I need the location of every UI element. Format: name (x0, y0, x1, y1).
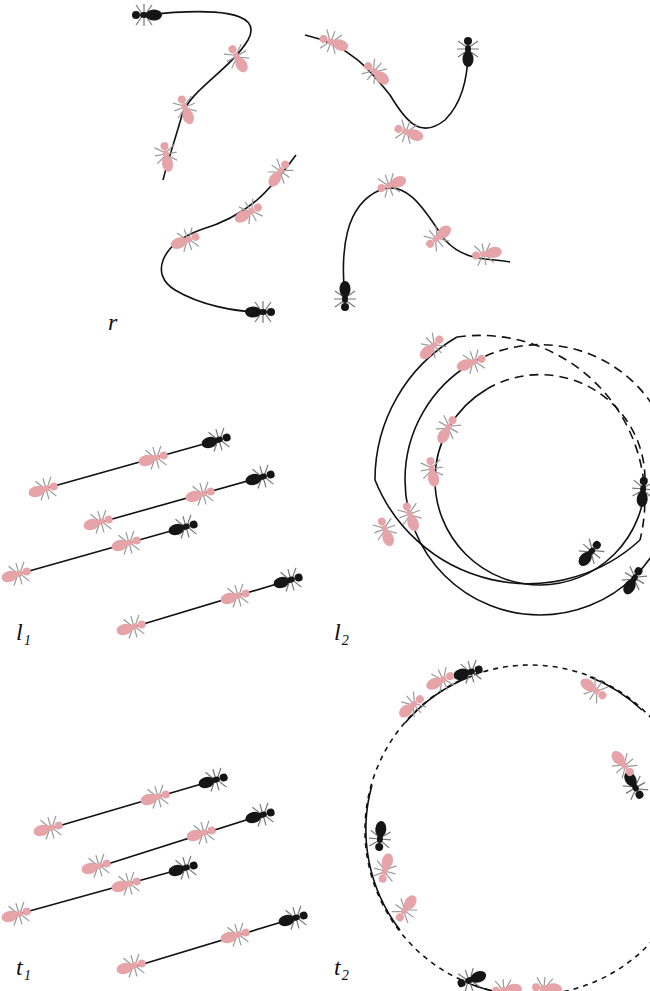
panel-label: l₂ (334, 620, 349, 644)
ant-figures (0, 4, 650, 991)
panel-label: r (108, 310, 117, 334)
panel-label: l₁ (16, 620, 31, 644)
panel-label: t₁ (16, 955, 31, 979)
trail-lines (15, 12, 650, 991)
panel-label: t₂ (334, 955, 349, 979)
